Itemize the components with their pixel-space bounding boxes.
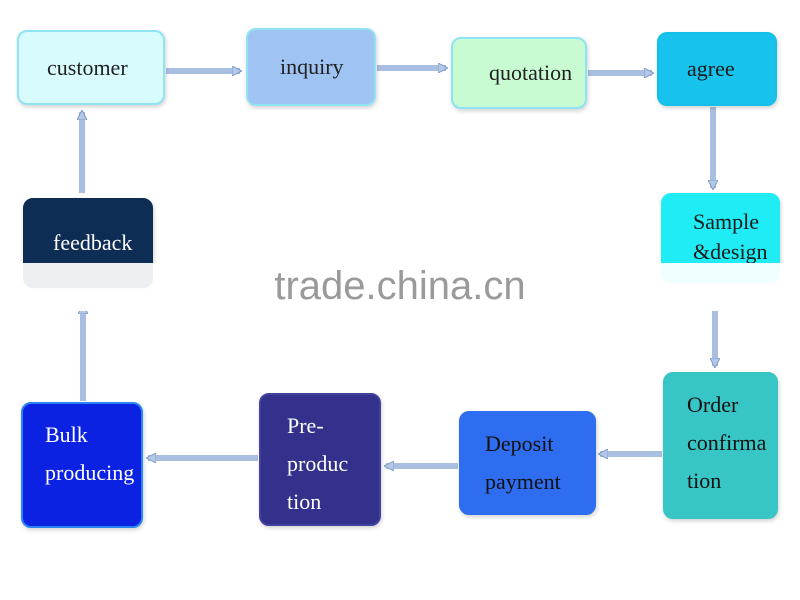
- node-inquiry-label: inquiry: [280, 54, 344, 79]
- node-sample-design-label: Sample &design: [693, 209, 768, 264]
- node-customer: customer: [17, 30, 165, 105]
- node-quotation-label: quotation: [489, 60, 573, 85]
- node-bulk-producing-label: Bulk producing: [45, 422, 135, 485]
- watermark-text: trade.china.cn: [274, 264, 526, 308]
- node-deposit-payment: Deposit payment: [459, 411, 596, 515]
- node-customer-label: customer: [47, 54, 128, 80]
- node-pre-production-samples-label: Pre-produc tion samples: [287, 413, 349, 514]
- node-bulk-producing: Bulk producing: [21, 402, 143, 528]
- node-order-confirmation: Order confirma tion: [663, 372, 778, 519]
- node-deposit-payment-label: Deposit payment: [485, 431, 561, 494]
- node-agree: agree: [657, 32, 777, 106]
- node-pre-production-samples: Pre-produc tion samples: [259, 393, 381, 526]
- node-feedback-label: feedback: [53, 230, 133, 255]
- node-order-confirmation-label: Order confirma tion: [687, 392, 767, 493]
- node-agree-label: agree: [687, 56, 735, 81]
- node-quotation: quotation: [451, 37, 587, 109]
- node-inquiry: inquiry: [246, 28, 376, 106]
- watermark-band: [0, 263, 800, 311]
